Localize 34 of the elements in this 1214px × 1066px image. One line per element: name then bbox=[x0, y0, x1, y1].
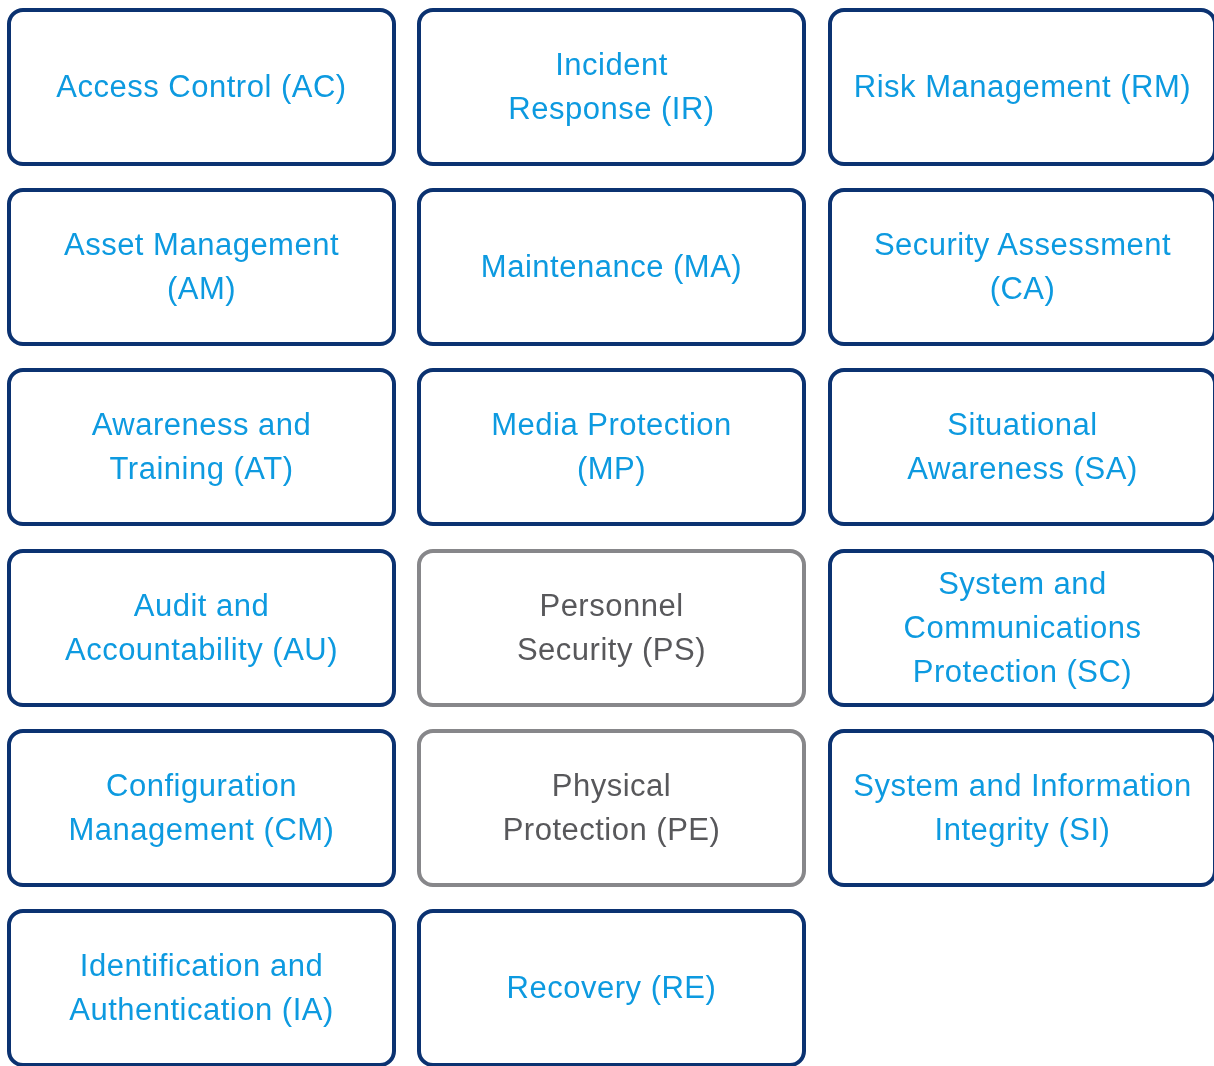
category-label: Risk Management (RM) bbox=[853, 68, 1192, 106]
category-box bbox=[417, 8, 806, 166]
category-box bbox=[417, 549, 806, 707]
category-box bbox=[7, 909, 396, 1066]
category-label: Physical Protection (PE) bbox=[501, 767, 722, 849]
category-box bbox=[417, 368, 806, 526]
category-box bbox=[828, 729, 1214, 887]
category-label: Security Assessment (CA) bbox=[872, 226, 1173, 308]
category-box bbox=[7, 729, 396, 887]
category-box bbox=[417, 188, 806, 346]
category-label: Personnel Security (PS) bbox=[515, 587, 708, 669]
category-box bbox=[7, 188, 396, 346]
category-label: Configuration Management (CM) bbox=[67, 767, 336, 849]
category-label: Media Protection (MP) bbox=[490, 406, 733, 488]
category-box bbox=[7, 549, 396, 707]
category-box bbox=[7, 368, 396, 526]
category-label: Access Control (AC) bbox=[56, 68, 347, 106]
category-label: Incident Response (IR) bbox=[507, 46, 716, 128]
category-box bbox=[828, 368, 1214, 526]
category-label: System and Communications Protection (SC) bbox=[902, 565, 1143, 691]
category-label: Situational Awareness (SA) bbox=[906, 406, 1139, 488]
category-label: Awareness and Training (AT) bbox=[90, 406, 313, 488]
category-label: Audit and Accountability (AU) bbox=[63, 587, 340, 669]
category-box bbox=[417, 909, 806, 1066]
category-label: Maintenance (MA) bbox=[480, 248, 743, 286]
category-box bbox=[7, 8, 396, 166]
category-box bbox=[828, 188, 1214, 346]
category-box bbox=[828, 549, 1214, 707]
category-label: Recovery (RE) bbox=[506, 969, 717, 1007]
category-label: System and Information Integrity (SI) bbox=[852, 767, 1193, 849]
category-label: Identification and Authentication (IA) bbox=[68, 947, 335, 1029]
category-box bbox=[828, 8, 1214, 166]
category-box bbox=[417, 729, 806, 887]
category-label: Asset Management (AM) bbox=[62, 226, 341, 308]
